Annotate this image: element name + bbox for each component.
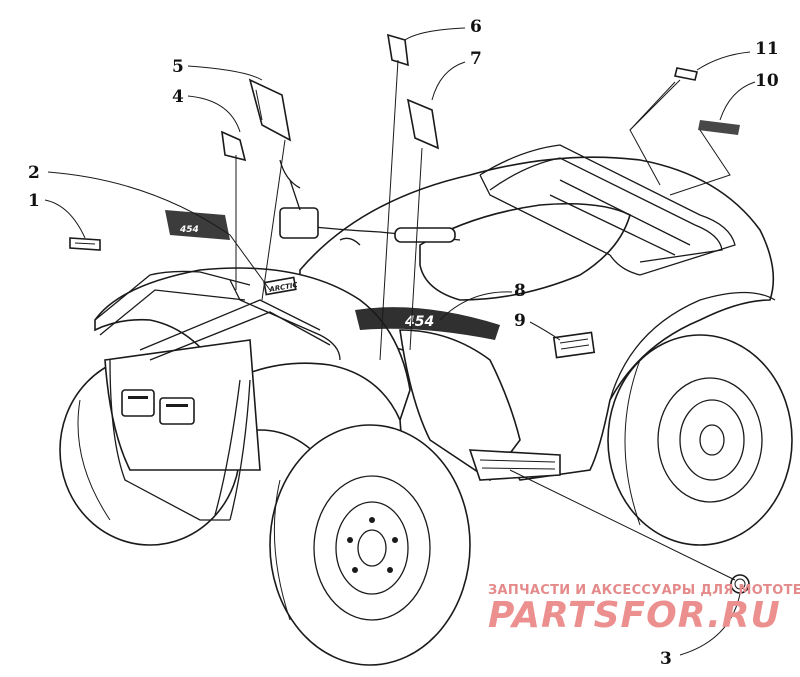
decal-piece-11 <box>674 67 698 81</box>
decal-piece-7 <box>406 98 440 150</box>
front-right-wheel <box>269 424 471 666</box>
svg-text:454: 454 <box>404 314 434 330</box>
watermark-tagline: ЗАПЧАСТИ И АКСЕССУАРЫ ДЛЯ МОТОТЕХНИКИ <box>488 583 800 598</box>
watermark-brand: PARTSFOR.RU <box>488 595 781 636</box>
leader-lines <box>44 27 756 656</box>
callout-6: 6 <box>470 17 482 37</box>
decal-piece-10 <box>698 120 740 135</box>
callout-11: 11 <box>755 39 779 59</box>
callout-4: 4 <box>172 87 184 107</box>
decal-piece-4 <box>221 130 247 162</box>
decal-piece-6 <box>387 33 409 67</box>
callout-5: 5 <box>172 57 184 77</box>
callout-3: 3 <box>660 649 672 669</box>
decal-model-front: 454 <box>165 210 230 240</box>
decal-piece-5 <box>248 78 292 142</box>
callout-8: 8 <box>514 281 526 301</box>
callout-labels: 1 2 3 4 5 6 7 8 9 10 11 <box>28 17 779 669</box>
rear-right-wheel <box>607 334 793 546</box>
decal-side-warning <box>552 331 596 359</box>
rear-rack <box>479 144 736 276</box>
handlebar <box>279 159 461 246</box>
decal-piece-1 <box>69 237 101 251</box>
callout-2: 2 <box>28 163 40 183</box>
front-rack <box>94 270 341 521</box>
callout-10: 10 <box>755 71 779 91</box>
callout-7: 7 <box>470 49 482 69</box>
watermark: ЗАПЧАСТИ И АКСЕССУАРЫ ДЛЯ МОТОТЕХНИКИ PA… <box>488 583 800 636</box>
callout-1: 1 <box>28 191 40 211</box>
callout-9: 9 <box>514 311 526 331</box>
svg-text:454: 454 <box>179 225 199 235</box>
decal-fender-label: ARCTIC <box>263 276 299 296</box>
decal-piece-3 <box>730 574 750 594</box>
